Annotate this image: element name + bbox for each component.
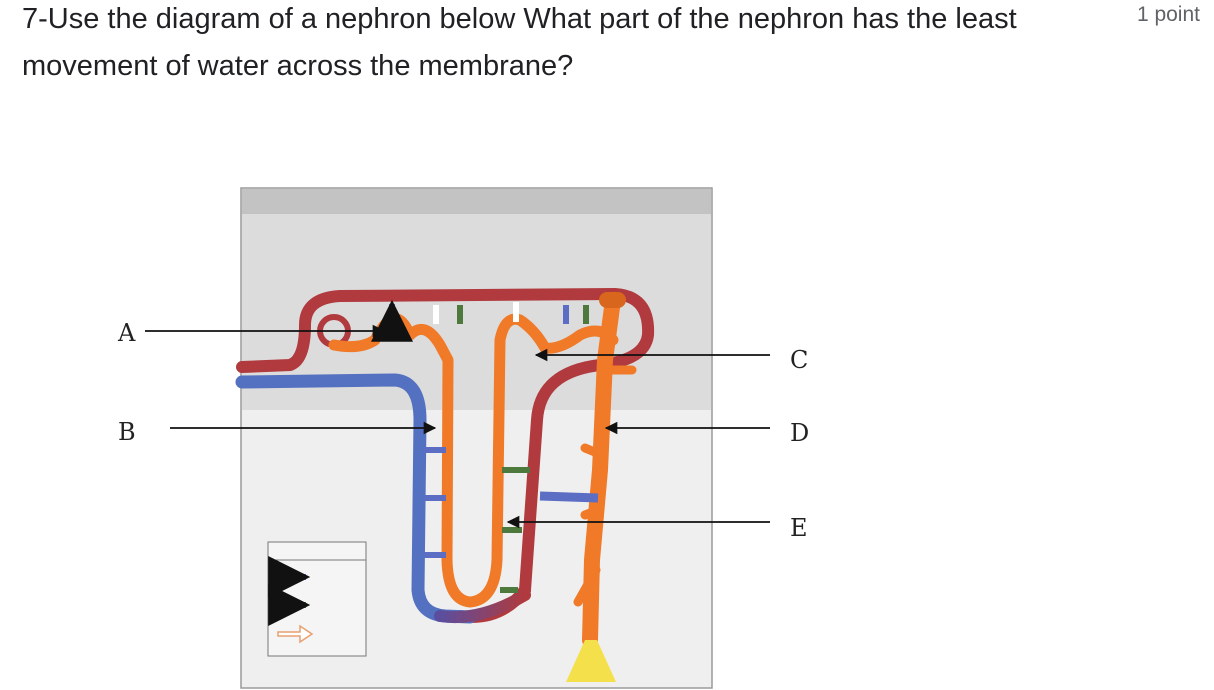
label-c: C	[790, 346, 808, 374]
header-bar	[242, 189, 711, 214]
question-text: 7-Use the diagram of a nephron below Wha…	[22, 3, 1017, 82]
label-pointers	[145, 324, 770, 529]
points-label: 1 point	[1136, 3, 1200, 26]
label-e: E	[790, 514, 808, 542]
nephron-tubule	[317, 292, 637, 682]
label-a: A	[117, 319, 136, 347]
outline-arrow-icon	[277, 624, 314, 644]
renal-pelvis-icon	[566, 640, 616, 682]
peritubular-artery	[236, 287, 655, 623]
label-d: D	[790, 419, 809, 447]
label-b: B	[118, 418, 136, 446]
blood-vessels	[235, 287, 655, 624]
legend	[267, 541, 367, 657]
transport-arrows	[371, 299, 599, 593]
